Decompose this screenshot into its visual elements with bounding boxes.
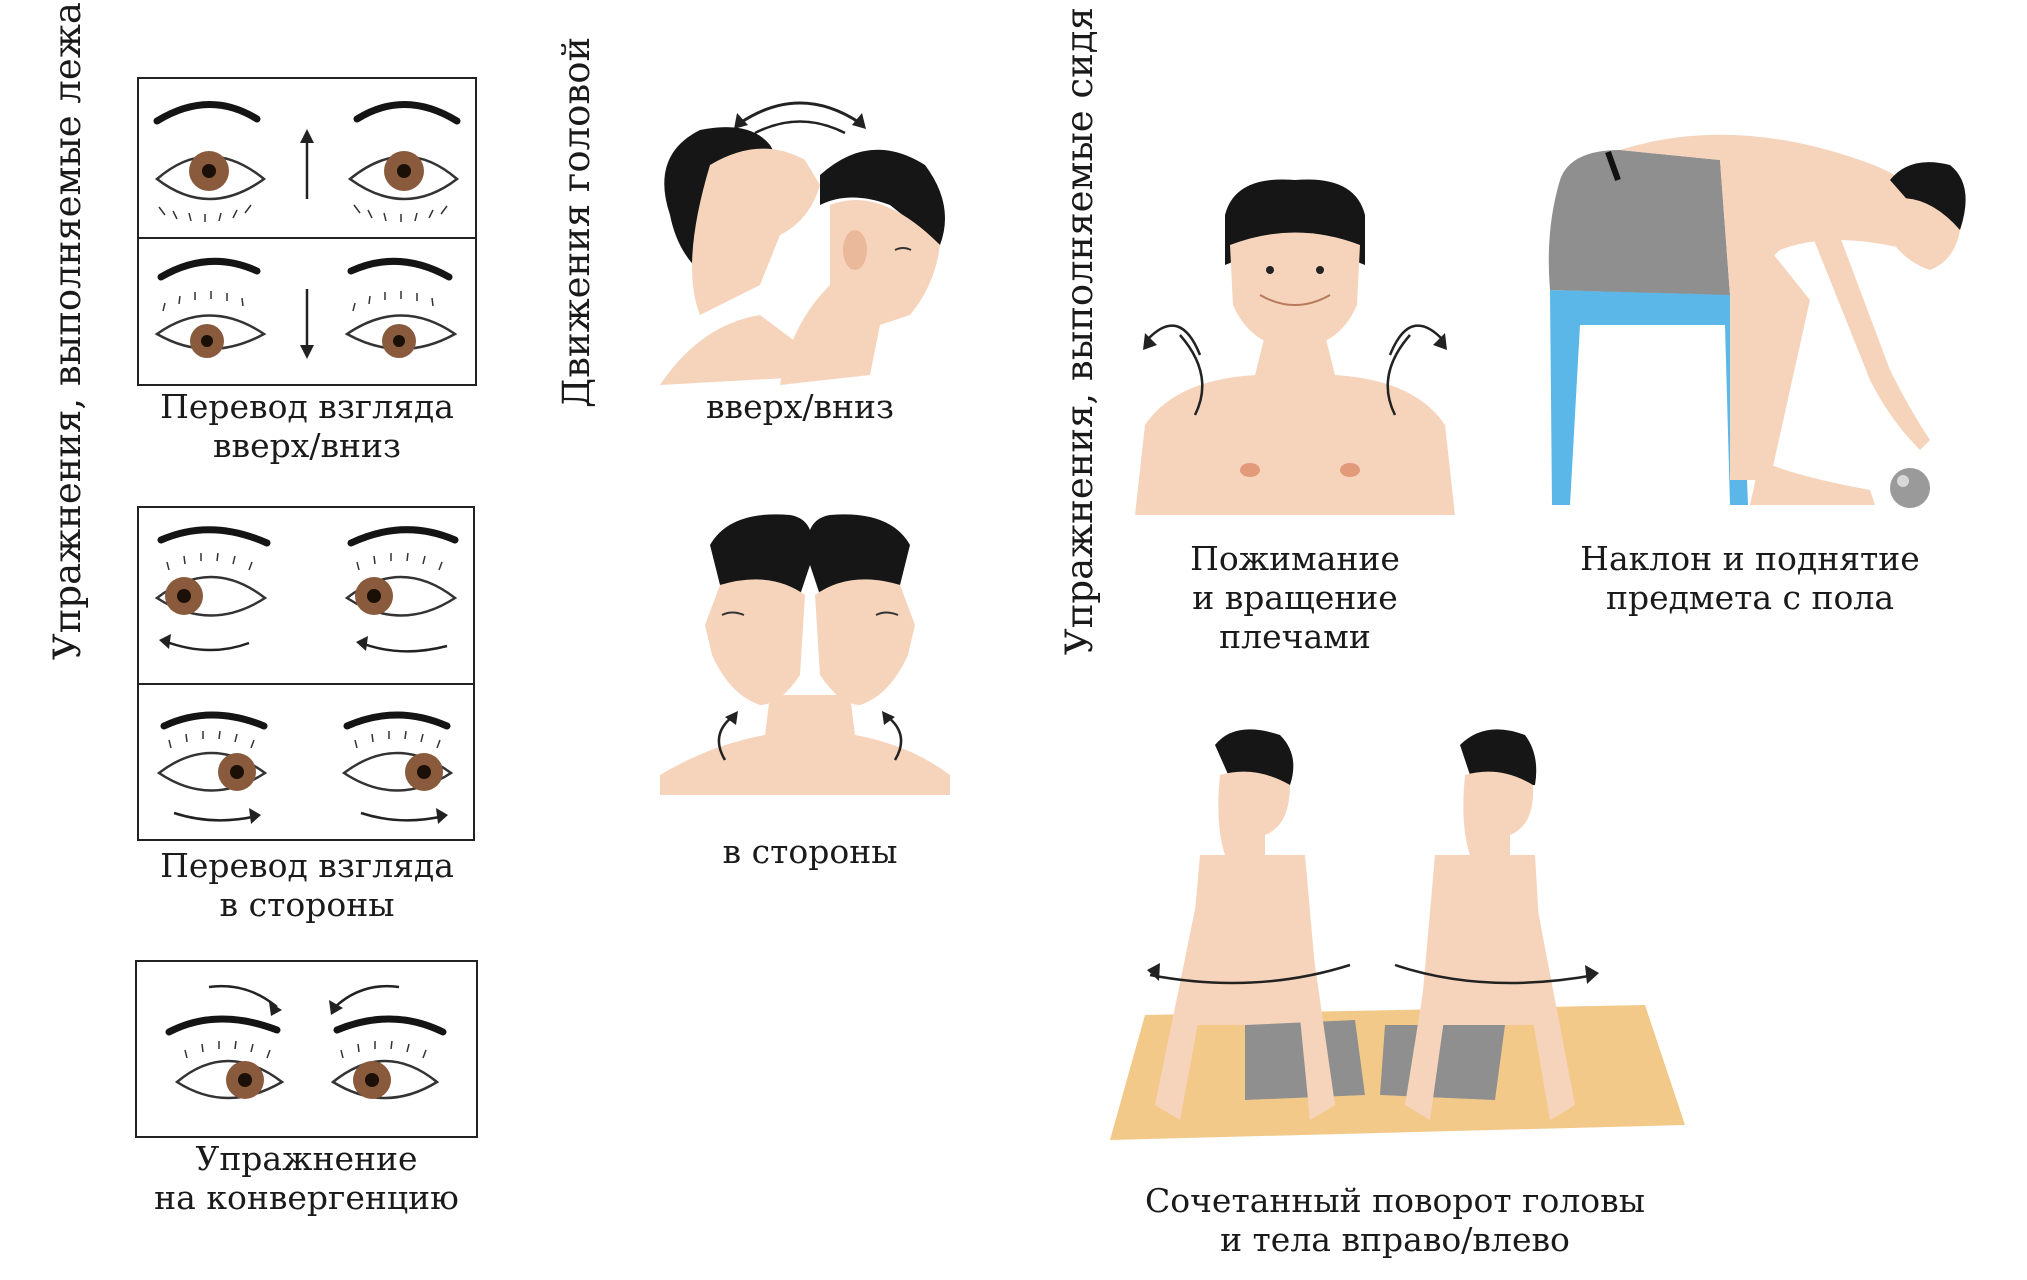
- shoulder-shrug-illustration: [1135, 179, 1455, 515]
- section-label-head: Движения головой: [555, 36, 598, 408]
- caption-head-sides: в стороны: [722, 832, 898, 871]
- bend-pick-object-illustration: [1548, 134, 1966, 508]
- gaze-updown-panel: [137, 77, 477, 386]
- caption-head-updown: вверх/вниз: [705, 387, 895, 426]
- head-turn-sides-illustration: [660, 514, 950, 795]
- section-label-lying: Упражнения, выполняемые лежа: [46, 2, 89, 660]
- section-label-sitting: Упражнения, выполняемые сидя: [1058, 7, 1101, 655]
- convergence-panel: [135, 960, 478, 1138]
- eyes-up-down-illustration: [153, 101, 461, 359]
- head-tilt-updown-illustration: [660, 101, 945, 385]
- eyes-left-right-illustration: [154, 526, 459, 824]
- eyes-convergence-illustration: [165, 985, 447, 1100]
- gaze-sides-panel: [137, 506, 475, 841]
- seated-twist-illustration: [1110, 729, 1685, 1140]
